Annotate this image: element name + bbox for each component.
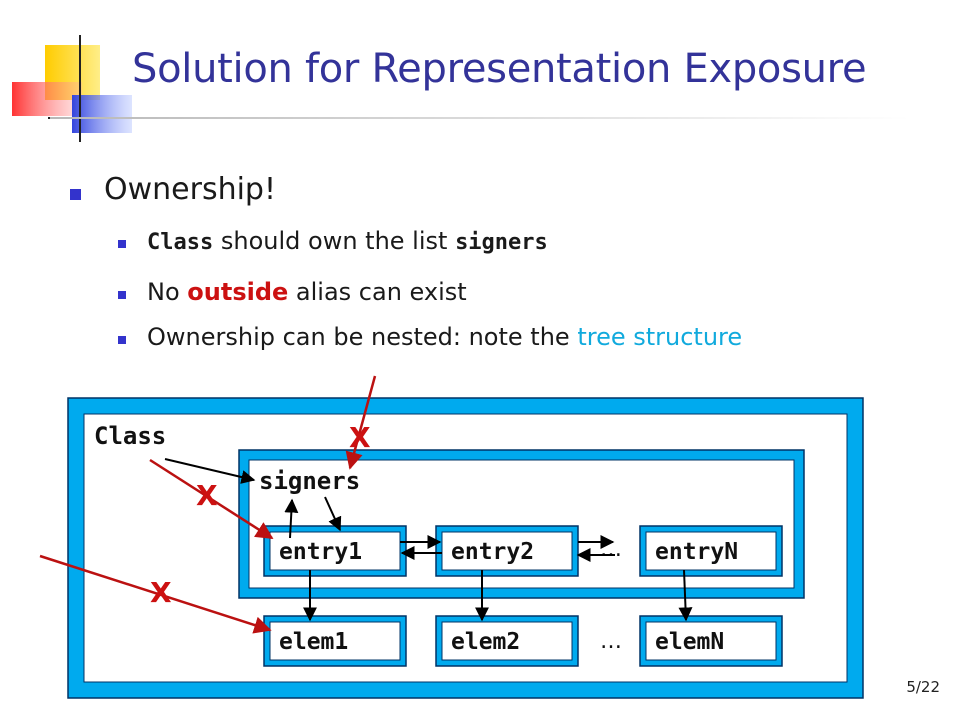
bullet-ownership: Ownership! bbox=[104, 172, 277, 207]
forbidden-x-mark: X bbox=[196, 479, 218, 512]
entry-label: entry2 bbox=[451, 539, 534, 565]
entryN-to-elemN-arrow bbox=[678, 569, 693, 622]
sub-bullet-text: No bbox=[147, 278, 188, 306]
sub-bullet-square-icon bbox=[118, 240, 126, 248]
outside-to-entry1-arrow bbox=[149, 458, 274, 540]
entry1-to-signers-arrow bbox=[284, 498, 299, 539]
code-signers: signers bbox=[455, 230, 548, 255]
entry-label: entryN bbox=[655, 539, 738, 565]
elem-label: elemN bbox=[655, 629, 724, 655]
highlight-outside: outside bbox=[187, 278, 289, 306]
elem-label: elem1 bbox=[279, 629, 348, 655]
sub-bullet-text: Ownership can be nested: note the bbox=[147, 323, 578, 351]
sub-bullet-text: alias can exist bbox=[288, 278, 467, 306]
slide-title: Solution for Representation Exposure bbox=[132, 46, 867, 92]
class-to-signers-arrow bbox=[164, 458, 256, 484]
code-class: Class bbox=[147, 230, 214, 255]
signers-label: signers bbox=[259, 467, 360, 495]
forbidden-x-mark: X bbox=[349, 421, 371, 454]
entry-node: entry1 bbox=[263, 525, 407, 577]
signers-to-entry1-arrow bbox=[324, 496, 342, 532]
entries-ellipsis: … bbox=[600, 537, 622, 562]
forbidden-x-mark: X bbox=[150, 576, 172, 609]
sub-bullet-nested-ownership: Ownership can be nested: note the tree s… bbox=[147, 323, 742, 351]
elem-node: elemN bbox=[639, 615, 783, 667]
entry-label: entry1 bbox=[279, 539, 362, 565]
elem-node: elem2 bbox=[435, 615, 579, 667]
elem-node: elem1 bbox=[263, 615, 407, 667]
sub-bullet-class-owns: Class should own the list signers bbox=[147, 227, 548, 255]
title-underline bbox=[50, 117, 910, 119]
page-number: 5/22 bbox=[906, 678, 940, 696]
class-label: Class bbox=[94, 422, 166, 450]
outside-to-signers-arrow bbox=[345, 375, 377, 470]
entry-node: entry2 bbox=[435, 525, 579, 577]
entry-node: entryN bbox=[639, 525, 783, 577]
sub-bullet-square-icon bbox=[118, 291, 126, 299]
highlight-tree-structure: tree structure bbox=[577, 323, 743, 351]
sub-bullet-no-outside-alias: No outside alias can exist bbox=[147, 278, 467, 306]
bullet-square-icon bbox=[70, 189, 81, 200]
sub-bullet-square-icon bbox=[118, 336, 126, 344]
sub-bullet-text: should own the list bbox=[213, 227, 456, 255]
outside-to-elem1-arrow bbox=[39, 554, 272, 634]
elem-label: elem2 bbox=[451, 629, 520, 655]
elems-ellipsis: … bbox=[600, 629, 622, 654]
